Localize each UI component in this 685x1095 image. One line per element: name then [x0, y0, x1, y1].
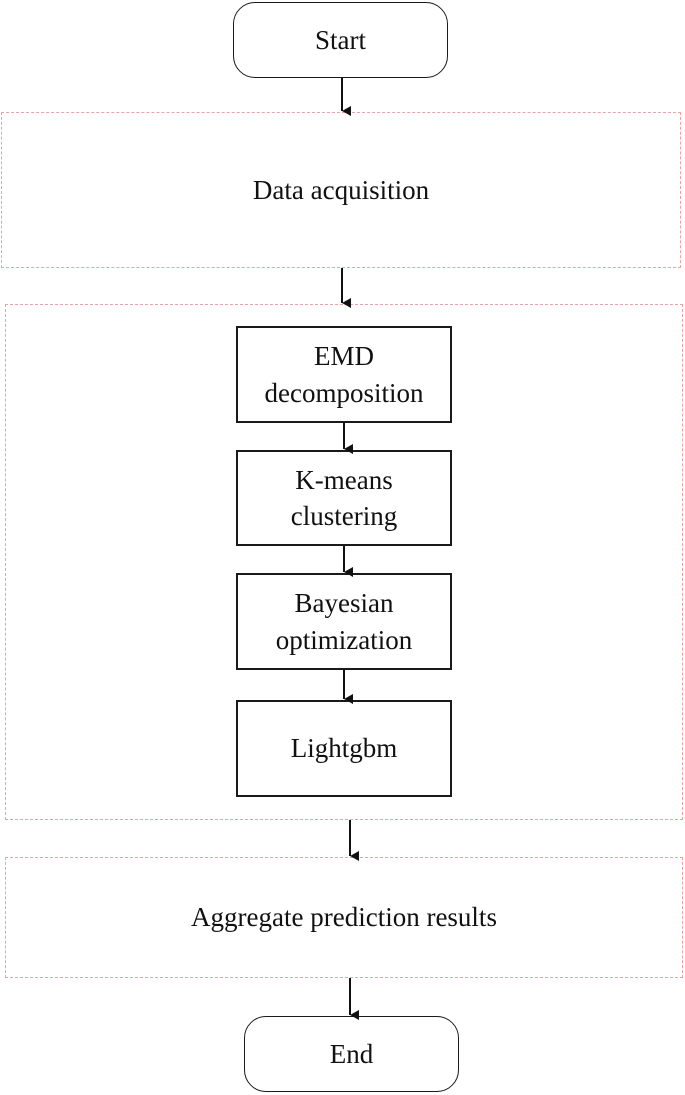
kmeans-clustering-box: K-means clustering [236, 450, 452, 546]
end-label: End [329, 1038, 374, 1069]
aggregate-results-label: Aggregate prediction results [191, 902, 497, 933]
kmeans-label-line2: clustering [290, 501, 398, 531]
data-acquisition-label: Data acquisition [252, 174, 430, 205]
emd-decomposition-box: EMD decomposition [236, 326, 452, 423]
aggregate-results-box: Aggregate prediction results [5, 857, 683, 978]
emd-label-line2: decomposition [264, 377, 424, 408]
bayesian-label-line2: optimization [275, 624, 413, 655]
lightgbm-label: Lightgbm [290, 733, 398, 764]
kmeans-label-line1: K-means [295, 464, 393, 495]
bayesian-optimization-box: Bayesian optimization [236, 573, 452, 670]
emd-label-line1: EMD [313, 341, 374, 372]
data-acquisition-box: Data acquisition [1, 112, 681, 268]
lightgbm-box: Lightgbm [236, 700, 452, 797]
bayesian-label-line1: Bayesian [294, 588, 394, 619]
start-label: Start [315, 24, 366, 55]
start-node: Start [233, 2, 448, 78]
